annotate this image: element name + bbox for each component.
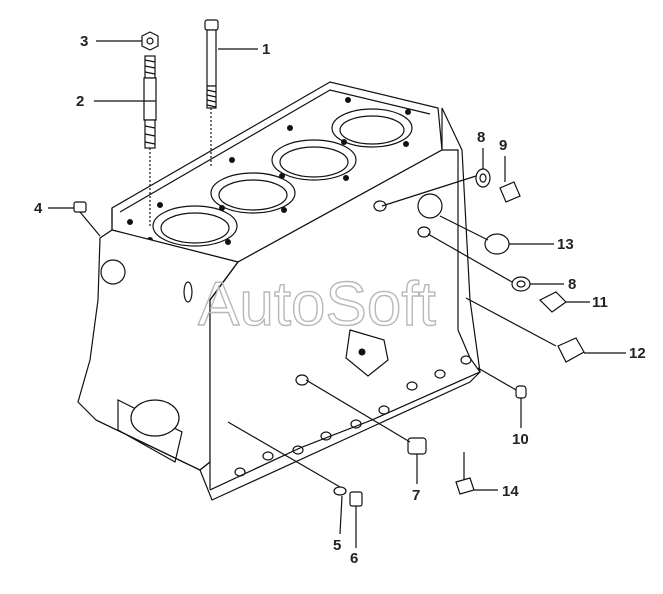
callout-3: 3 xyxy=(80,33,88,50)
callout-1: 1 xyxy=(262,41,270,58)
part-10-dowel xyxy=(477,367,527,399)
callout-6: 6 xyxy=(350,550,358,567)
callout-12: 12 xyxy=(629,345,646,362)
callout-13: 13 xyxy=(557,236,574,253)
cylinder-block xyxy=(77,81,481,501)
part-1-head-bolt xyxy=(204,19,219,166)
leader-lines xyxy=(48,40,626,548)
callout-14: 14 xyxy=(502,483,519,500)
part-8-washer-upper xyxy=(475,168,491,188)
part-2-stud xyxy=(143,55,157,226)
part-5-washer xyxy=(333,486,347,496)
part-4-plug xyxy=(73,201,101,237)
part-13-expansion-plug xyxy=(417,193,510,255)
callout-7: 7 xyxy=(412,487,420,504)
watermark: AutoSoft xyxy=(198,270,436,339)
part-8-washer-lower xyxy=(511,276,531,292)
callout-8-lower: 8 xyxy=(568,276,576,293)
part-9-plug xyxy=(381,175,521,207)
part-12-oil-pressure-sensor xyxy=(465,297,585,363)
part-7-plug xyxy=(305,379,427,455)
part-6-plug xyxy=(227,421,363,507)
callout-9: 9 xyxy=(499,137,507,154)
callout-8-upper: 8 xyxy=(477,129,485,146)
callout-4: 4 xyxy=(34,200,43,217)
callout-10: 10 xyxy=(512,431,529,448)
part-3-nut xyxy=(141,31,159,51)
part-14-drain-plug xyxy=(455,452,475,495)
callout-11: 11 xyxy=(592,294,608,311)
callout-2: 2 xyxy=(76,93,84,110)
callout-5: 5 xyxy=(333,537,341,554)
